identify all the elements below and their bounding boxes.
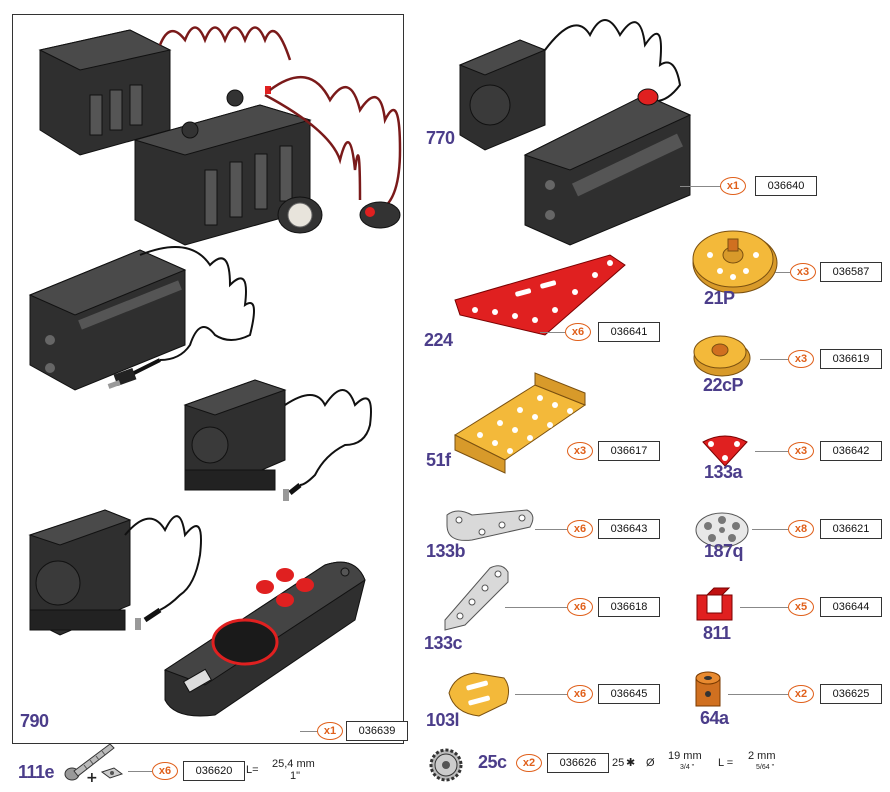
flanged-plate-51f-illustration (453, 372, 587, 474)
part-number-111e: 111e (18, 762, 55, 782)
bracket-133a-illustration (702, 435, 748, 467)
ref-code: 036644 (820, 597, 882, 617)
plate-103l-illustration (448, 672, 510, 717)
length-mm: 25,4 mm (272, 758, 315, 770)
battery-with-plug-illustration (28, 246, 255, 391)
electrical-kit-panel (12, 14, 404, 744)
ref-code: 036619 (820, 349, 882, 369)
leader-line (128, 771, 152, 772)
part-number-133c: 133c (424, 633, 463, 653)
qty-badge: x6 (152, 762, 178, 780)
part-number-133a: 133a (704, 462, 743, 482)
pinion-gear-illustration (429, 748, 463, 782)
ref-code: 036645 (598, 684, 660, 704)
part-number-64a: 64a (700, 708, 729, 728)
part-number-25c: 25c (478, 752, 507, 772)
qty-badge: x5 (788, 598, 814, 616)
motor-illustration (183, 379, 372, 501)
leader-line (680, 186, 722, 187)
svg-text:+: + (86, 770, 98, 786)
ref-code: 036621 (820, 519, 882, 539)
wheel-187q-illustration (695, 512, 749, 548)
pulley-22cp-illustration (693, 335, 751, 377)
qty-badge: x3 (788, 350, 814, 368)
qty-badge: x1 (317, 722, 343, 740)
ref-code: 036640 (755, 176, 817, 196)
length-in: 5/64 " (756, 764, 775, 771)
qty-badge: x1 (720, 177, 746, 195)
qty-badge: x3 (567, 442, 593, 460)
leader-line (300, 731, 320, 732)
part-number-187q: 187q (704, 541, 744, 561)
qty-badge: x6 (565, 323, 591, 341)
length-label: L= (246, 764, 259, 776)
part-number-770: 770 (426, 128, 455, 148)
leader-line (740, 607, 788, 608)
remote-control-illustration (163, 561, 366, 717)
qty-badge: x8 (788, 520, 814, 538)
plate-224-illustration (454, 254, 626, 336)
bracket-133b-illustration (446, 509, 534, 541)
ref-code: 036618 (598, 597, 660, 617)
qty-badge: x3 (790, 263, 816, 281)
part-number-224: 224 (424, 330, 453, 350)
qty-badge: x3 (788, 442, 814, 460)
bracket-811-illustration (696, 587, 733, 621)
leader-line (505, 607, 567, 608)
ref-code: 036642 (820, 441, 882, 461)
ref-code: 036617 (598, 441, 660, 461)
leader-line (760, 359, 788, 360)
ref-code: 036620 (183, 761, 245, 781)
leader-line (515, 694, 567, 695)
diameter-mm: 19 mm (668, 750, 702, 762)
part-number-51f: 51f (426, 450, 451, 470)
leader-line (755, 451, 788, 452)
bracket-133c-illustration (444, 565, 509, 631)
pulley-21p-illustration (692, 230, 778, 294)
diameter-in: 3/4 " (680, 764, 695, 771)
motor-with-lead-illustration (28, 509, 202, 636)
qty-badge: x2 (788, 685, 814, 703)
ref-code: 036625 (820, 684, 882, 704)
bolt-and-nut-illustration: + (64, 743, 124, 786)
qty-badge: x6 (567, 520, 593, 538)
diameter-symbol: Ø (646, 757, 655, 769)
qty-badge: x2 (516, 754, 542, 772)
leader-line (775, 272, 790, 273)
part-number-811: 811 (703, 623, 731, 643)
battery-box-illustration (38, 26, 402, 246)
teeth-symbol: ✱ (626, 757, 636, 769)
ref-code: 036641 (598, 322, 660, 342)
part-number-21p: 21P (704, 288, 735, 308)
part-number-22cp: 22cP (703, 375, 744, 395)
leader-line (540, 332, 565, 333)
leader-line (535, 529, 567, 530)
part-number-133b: 133b (426, 541, 466, 561)
leader-line (752, 529, 788, 530)
ref-code: 036639 (346, 721, 408, 741)
teeth-count: 25 (612, 757, 625, 769)
ref-code: 036626 (547, 753, 609, 773)
leader-line (728, 694, 788, 695)
length-in: 1" (290, 770, 301, 782)
length-label: L = (718, 757, 734, 769)
length-mm: 2 mm (748, 750, 776, 762)
motor-770-illustration (458, 19, 692, 246)
ref-code: 036587 (820, 262, 882, 282)
qty-badge: x6 (567, 685, 593, 703)
ref-code: 036643 (598, 519, 660, 539)
part-number-103l: 103l (426, 710, 460, 730)
part-number-790: 790 (20, 711, 49, 731)
qty-badge: x6 (567, 598, 593, 616)
coupling-64a-illustration (695, 671, 721, 707)
